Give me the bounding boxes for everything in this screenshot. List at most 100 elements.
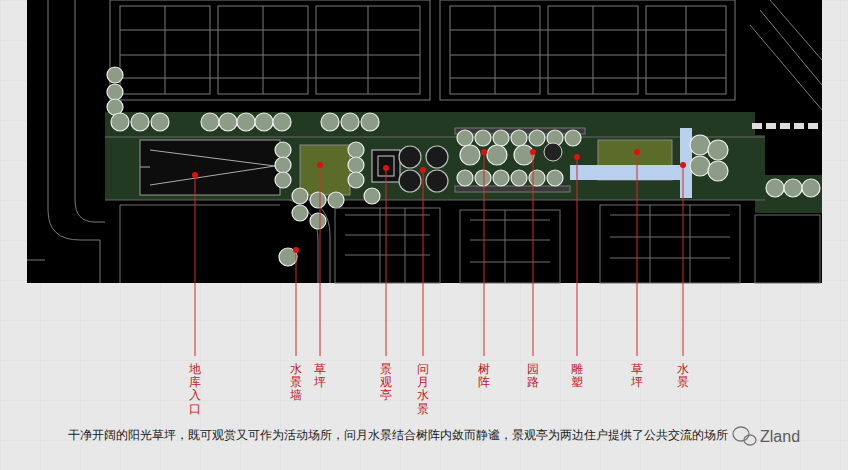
tree — [514, 145, 534, 165]
tree — [321, 113, 339, 131]
leader-line — [423, 170, 424, 356]
tree — [292, 205, 308, 221]
watermark-icon — [744, 435, 756, 445]
tree — [784, 179, 802, 197]
building-outline — [610, 205, 730, 283]
tree — [493, 170, 509, 186]
tree — [348, 142, 364, 158]
leader-line — [195, 152, 683, 356]
tree — [529, 130, 545, 146]
lawn-band — [105, 112, 755, 137]
garage-ramp — [140, 140, 280, 195]
leader-line — [195, 175, 196, 356]
tree — [131, 113, 149, 131]
building-outline — [27, 0, 822, 283]
callout-label: 草坪 — [631, 363, 643, 389]
leader-dot — [192, 172, 198, 178]
building-outline — [808, 123, 818, 129]
tree — [275, 172, 291, 188]
tree — [348, 172, 364, 188]
building-outline — [600, 205, 740, 283]
callout-label: 问月水景 — [417, 363, 429, 416]
building-outline — [120, 6, 420, 94]
tree — [255, 113, 273, 131]
leader-line — [320, 165, 321, 356]
callout-label: 园路 — [527, 363, 539, 389]
tree — [364, 188, 380, 204]
tree — [341, 113, 359, 131]
garage-ramp — [140, 167, 150, 168]
building-outline — [752, 123, 762, 129]
callout-label: 水景墙 — [290, 363, 302, 403]
callout-label: 水景 — [677, 363, 689, 389]
tree — [475, 170, 491, 186]
building-outline — [110, 0, 430, 100]
leader-line — [296, 250, 297, 356]
tree — [529, 170, 545, 186]
tree — [151, 113, 169, 131]
watermark-icon — [733, 427, 756, 445]
tree — [275, 157, 291, 173]
building-outline — [120, 205, 280, 283]
callout-label: 草坪 — [314, 363, 326, 389]
callout-label: 景观亭 — [380, 363, 392, 403]
tree — [547, 170, 563, 186]
tree — [457, 170, 473, 186]
building-outline — [27, 240, 100, 283]
tree — [107, 84, 123, 100]
leader-dot — [574, 154, 580, 160]
leader-line — [637, 152, 638, 356]
leader-dot — [317, 162, 323, 168]
lawn — [300, 145, 350, 195]
tree — [708, 161, 728, 181]
moon-pool — [399, 170, 421, 192]
lawn-band — [105, 112, 822, 213]
tree — [107, 67, 123, 83]
building-outline — [450, 6, 726, 94]
tree — [219, 113, 237, 131]
tree — [565, 130, 581, 146]
sculpture — [544, 143, 562, 161]
lawn-band — [105, 137, 765, 200]
tree — [511, 170, 527, 186]
tree — [487, 145, 507, 165]
tree — [275, 142, 291, 158]
leader-dot — [634, 149, 640, 155]
leader-line — [386, 168, 387, 356]
tree — [111, 113, 129, 131]
building-outline — [470, 210, 550, 283]
tree — [802, 179, 820, 197]
leader-dot — [530, 149, 536, 155]
tree — [460, 145, 480, 165]
watermark: Zland — [760, 427, 800, 446]
plan-ground — [27, 0, 822, 283]
building-outline — [755, 215, 820, 283]
tree — [328, 192, 344, 208]
tree — [493, 130, 509, 146]
caption: 干净开阔的阳光草坪，既可观赏又可作为活动场所，问月水景结合树阵内敛而静谧，景观亭… — [68, 429, 728, 443]
path-strip — [455, 128, 585, 192]
leader-dot — [192, 149, 686, 253]
lawn-band — [755, 175, 822, 213]
leader-line — [577, 157, 578, 356]
leader-line — [484, 152, 485, 356]
watermark-icon — [733, 427, 749, 441]
tree — [708, 140, 728, 160]
leader-dot — [420, 167, 426, 173]
tree — [361, 113, 379, 131]
building-outline — [460, 210, 560, 283]
tree — [310, 192, 326, 208]
building-outline — [440, 0, 735, 100]
leader-line — [533, 152, 534, 356]
tree — [292, 188, 308, 204]
building-outline — [794, 123, 804, 129]
callout-label: 地库入口 — [189, 363, 201, 416]
tree — [201, 113, 219, 131]
building-outline — [766, 123, 776, 129]
moon-pool — [399, 146, 421, 168]
moon-pool — [426, 170, 448, 192]
tree — [457, 130, 473, 146]
leader-dot — [680, 162, 686, 168]
